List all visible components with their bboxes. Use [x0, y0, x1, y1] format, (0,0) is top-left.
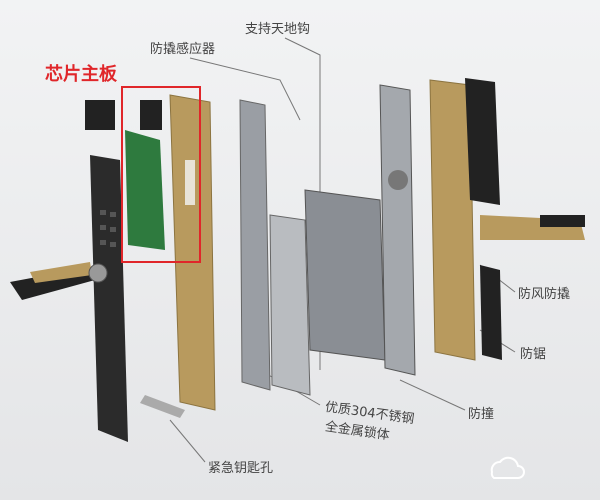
faceplate: [379, 84, 416, 376]
keypad-panel: [90, 155, 128, 442]
leader-sensor: [189, 57, 301, 121]
label-anti-impact: 防撞: [468, 407, 495, 422]
chip-highlight-box: [121, 86, 201, 263]
label-hook: 支持天地钩: [245, 22, 311, 37]
gold-back-panel: [169, 94, 216, 411]
label-tamper-sensor: 防撬感应器: [150, 42, 216, 57]
label-anti-saw: 防锯: [520, 347, 547, 362]
leader-key: [169, 419, 206, 463]
label-chip-board: 芯片主板: [45, 64, 117, 85]
key-cover: [140, 395, 185, 418]
leader-impact: [399, 379, 466, 411]
cloud-icon: [490, 456, 525, 479]
inner-panel: [429, 79, 476, 361]
label-wind-pry: 防风防撬: [518, 287, 571, 302]
lock-body: [269, 214, 311, 396]
mounting-plate: [239, 99, 271, 391]
chip-board: [125, 130, 165, 250]
label-emergency-keyhole: 紧急钥匙孔: [208, 461, 274, 476]
